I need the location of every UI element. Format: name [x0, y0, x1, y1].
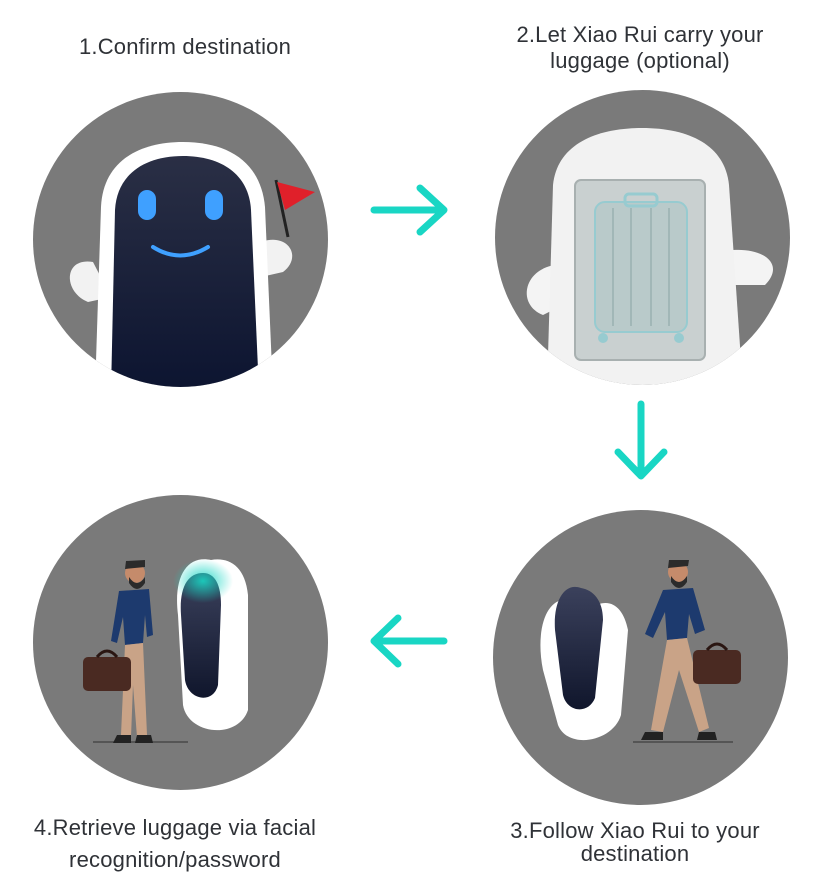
briefcase-icon — [693, 650, 741, 684]
robot-face-screen-icon — [180, 573, 221, 698]
briefcase-icon — [83, 657, 131, 691]
step-2-illustration — [495, 90, 790, 385]
robot-eye-right-icon — [205, 190, 223, 220]
face-scan-beam-icon — [173, 559, 233, 603]
flag-icon — [277, 182, 315, 210]
arrow-down-icon — [610, 400, 672, 487]
arrow-left-icon — [368, 610, 448, 677]
step-3-illustration — [493, 510, 788, 805]
step-3-circle — [493, 510, 788, 805]
robot-eye-left-icon — [138, 190, 156, 220]
step-3-line-1: 3.Follow Xiao Rui to your — [510, 818, 760, 843]
robot-face-screen-icon — [554, 586, 603, 710]
robot-smile-icon — [151, 245, 210, 258]
robot-face-screen-icon — [111, 156, 259, 387]
step-4-line-2: recognition/password — [69, 847, 281, 872]
suitcase-icon — [594, 192, 688, 343]
step-2-label: 2.Let Xiao Rui carry your luggage (optio… — [470, 22, 810, 74]
step-1-text: 1.Confirm destination — [78, 34, 292, 59]
step-1-label: 1.Confirm destination — [30, 34, 340, 60]
step-4-line-1: 4.Retrieve luggage via facial — [33, 815, 317, 840]
robot-arm-right-icon — [261, 239, 293, 277]
step-3-label: 3.Follow Xiao Rui to your destination — [460, 818, 810, 866]
man-standing-icon — [83, 560, 153, 743]
robot-arm-right-icon — [733, 249, 774, 285]
step-4-illustration — [33, 495, 328, 790]
step-2-line-2: luggage (optional) — [550, 48, 730, 73]
step-2-line-1: 2.Let Xiao Rui carry your — [516, 22, 764, 47]
step-4-label: 4.Retrieve luggage via facial recognitio… — [0, 815, 350, 873]
step-1-illustration — [33, 92, 328, 387]
arrow-right-icon — [370, 180, 450, 245]
flag-pole-icon — [274, 179, 290, 238]
step-3-line-2: destination — [580, 841, 690, 866]
man-walking-icon — [641, 560, 741, 740]
